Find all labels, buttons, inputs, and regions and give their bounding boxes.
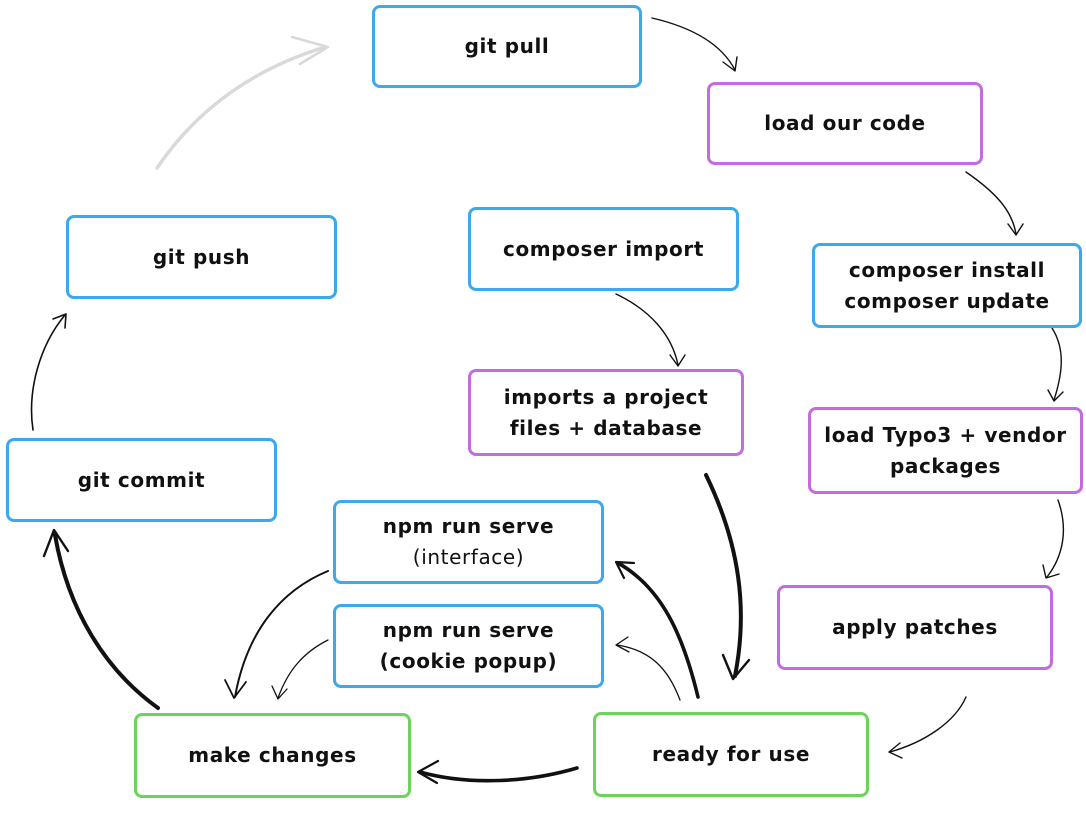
arrow-ready-to-makechanges [416, 759, 579, 785]
node-load-our-code-label: load our code [764, 111, 926, 135]
node-git-push: git push [66, 215, 337, 299]
node-git-pull: git pull [372, 5, 642, 88]
node-imports-project: imports a project files + database [468, 369, 744, 456]
arrow-ready-to-npm-cookie [615, 636, 681, 701]
node-apply-patches-label: apply patches [832, 615, 998, 639]
node-make-changes: make changes [134, 713, 411, 798]
node-apply-patches: apply patches [777, 585, 1053, 670]
node-git-commit-label: git commit [77, 467, 206, 492]
arrow-npm-interface-to-makechanges [224, 570, 329, 699]
node-ready-for-use: ready for use [593, 712, 869, 797]
node-load-typo3: load Typo3 + vendor packages [808, 407, 1083, 494]
node-composer-import: composer import [468, 207, 739, 291]
node-ready-for-use-label: ready for use [651, 742, 810, 766]
node-load-typo3-line2: packages [889, 453, 1002, 478]
node-npm-cookie-line2: (cookie popup) [379, 649, 558, 673]
arrow-npm-cookie-to-makechanges [271, 639, 329, 700]
node-npm-interface-line2: (interface) [412, 545, 525, 569]
node-composer-install-line2: composer update [844, 288, 1050, 313]
node-git-commit: git commit [6, 438, 277, 522]
arrow-loadcode-to-composerinstall [965, 171, 1024, 236]
node-npm-interface-line1: npm run serve [382, 514, 555, 538]
node-composer-install: composer install composer update [812, 243, 1082, 328]
arrow-gitcommit-to-gitpush [30, 313, 67, 431]
arrow-gitpull-to-loadcode [651, 17, 738, 72]
arrow-typo3-to-applypatches [1042, 499, 1065, 579]
arrow-composerimport-to-imports [615, 293, 686, 367]
arrow-makechanges-to-gitcommit [42, 528, 160, 710]
node-load-our-code: load our code [707, 82, 983, 165]
node-git-pull-label: git pull [464, 34, 550, 58]
node-npm-interface: npm run serve (interface) [333, 500, 604, 584]
node-composer-install-line1: composer install [848, 257, 1046, 282]
arrow-ready-to-npm-interface [614, 560, 700, 699]
node-npm-cookie: npm run serve (cookie popup) [333, 604, 604, 688]
arrow-composerinstall-to-typo3 [1047, 327, 1064, 402]
arrow-gitpush-to-gitpull [155, 35, 330, 170]
node-composer-import-label: composer import [503, 236, 704, 261]
node-git-push-label: git push [152, 244, 251, 269]
arrow-imports-to-ready [704, 473, 751, 681]
node-npm-cookie-line1: npm run serve [382, 618, 555, 642]
node-make-changes-label: make changes [188, 743, 357, 767]
node-imports-project-line1: imports a project [503, 384, 709, 409]
arrow-applypatches-to-ready [888, 696, 967, 759]
node-load-typo3-line1: load Typo3 + vendor [824, 422, 1067, 447]
node-imports-project-line2: files + database [509, 415, 703, 440]
